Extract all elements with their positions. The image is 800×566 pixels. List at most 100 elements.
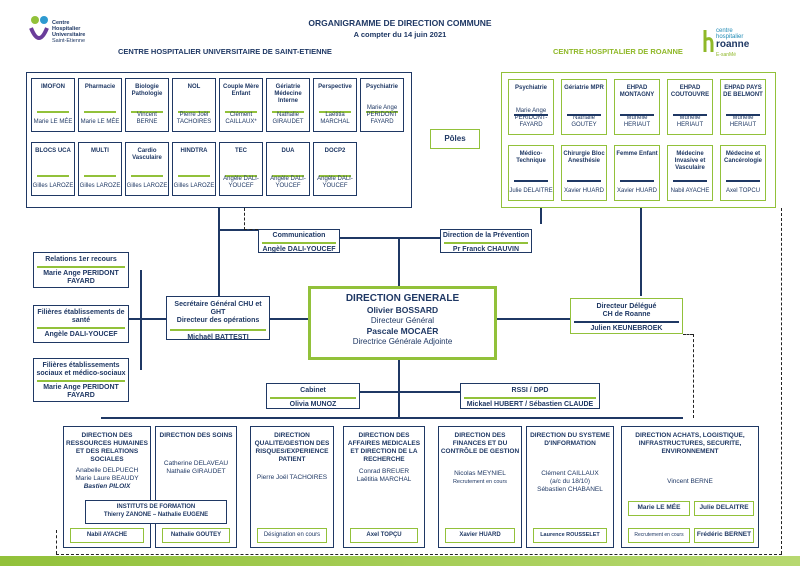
direction-achats-person: Vincent BERNE <box>667 478 713 485</box>
connector <box>360 391 460 393</box>
pole-divider <box>514 180 548 182</box>
direction-rh-person: Bastien PILOIX <box>83 483 131 490</box>
pole-divider <box>37 175 69 177</box>
dashed-connector <box>244 208 245 230</box>
poles-label: Pôles <box>430 129 480 149</box>
dg-role1: Directeur Général <box>370 316 435 325</box>
pole-manager: Clément CAILLAUX* <box>225 112 257 125</box>
pole-manager: Nathalie GIRAUDET <box>272 112 304 125</box>
roanne-logo-line: roanne <box>716 39 750 50</box>
roanne-logo-line: E-sanMé <box>716 52 737 58</box>
pole-manager: Murielle HERIAUT <box>623 115 651 128</box>
direction-si-title: DIRECTION DU SYSTEME D'INFORMATION <box>530 432 610 447</box>
pole-title: Pharmacie <box>84 84 116 90</box>
connector <box>140 270 142 370</box>
pole-manager: Nathalie GOUTEY <box>571 115 597 128</box>
rssi-name: Mickael HUBERT / Sébastien CLAUDE <box>466 401 594 408</box>
pole-manager: Gilles LAROZE <box>173 183 215 189</box>
pole-divider <box>178 111 210 113</box>
dashed-connector <box>56 530 57 554</box>
secretaire-title1: Secrétaire Général CHU et GHT <box>174 301 262 316</box>
direction-generale-box: DIRECTION GENERALE Olivier BOSSARD Direc… <box>308 286 497 360</box>
pole-divider <box>225 111 257 113</box>
pole-title: Médico-Technique <box>516 151 546 164</box>
pole-manager: Gilles LAROZE <box>79 183 121 189</box>
direction-soins-roanne: Nathalie GOUTEY <box>162 528 230 543</box>
secretaire-name: Michaël BATTESTI <box>187 334 249 341</box>
pole-title: Médecine Invasive et Vasculaire <box>674 151 706 171</box>
pole-title: Femme Enfant <box>616 151 658 157</box>
direction-rh-person: Anabelle DELPUECH <box>75 467 139 474</box>
pole-box: HINDTRA Gilles LAROZE <box>172 142 216 196</box>
direction-rh-roanne: Nabil AYACHE <box>70 528 144 543</box>
connector <box>640 208 642 296</box>
roanne-logo: centre hospitalier roanne E-sanMé <box>703 28 773 68</box>
communication-box: Communication Angèle DALI-YOUCEF <box>258 229 340 253</box>
pole-title: MULTI <box>91 148 109 154</box>
direction-rh-person: Marie Laure BEAUDY <box>75 475 139 482</box>
pole-manager: Murielle HERIAUT <box>676 115 704 128</box>
communication-title: Communication <box>272 232 326 239</box>
direction-si-roanne: Laurence ROUSSELET <box>533 528 607 543</box>
direction-qualite-person: Pierre Joël TACHOIRES <box>256 474 328 481</box>
pole-manager: Marie Ange PERIDONT FAYARD <box>366 105 398 125</box>
pole-title: Psychiatrie <box>365 84 399 90</box>
pole-divider <box>272 175 304 177</box>
pole-title: EHPAD MONTAGNY <box>619 85 655 98</box>
pole-divider <box>178 175 210 177</box>
pole-title: NOL <box>187 84 201 90</box>
delegue-title2: CH de Roanne <box>602 311 651 318</box>
pole-title: Perspective <box>318 84 352 90</box>
filieres-sante-name: Angèle DALI-YOUCEF <box>44 331 118 338</box>
pole-divider <box>726 180 760 182</box>
dg-role2: Directrice Générale Adjointe <box>352 337 453 346</box>
pole-divider <box>673 180 707 182</box>
pole-manager: Angèle DALI-YOUCEF <box>317 176 353 189</box>
chu-logo: Centre Hospitalier Universitaire Saint-E… <box>28 14 98 48</box>
pole-divider <box>84 175 116 177</box>
pole-title: Gériatrie Médecine Interne <box>274 84 302 104</box>
pole-divider <box>620 114 654 116</box>
chu-logo-line: Universitaire <box>52 32 86 38</box>
delegue-title1: Directeur Délégué <box>596 303 657 310</box>
direction-si-person: Clément CAILLAUX <box>541 470 599 477</box>
pole-title: IMOFON <box>41 84 65 90</box>
relations-title: Relations 1er recours <box>45 256 117 263</box>
direction-am-title: DIRECTION DES AFFAIRES MEDICALES ET DIRE… <box>347 432 421 463</box>
direction-qualite-box: DIRECTION QUALITE/GESTION DES RISQUES/EX… <box>250 426 334 548</box>
dashed-connector <box>781 208 782 554</box>
delegue-name: Julien KEUNEBROEK <box>590 325 663 332</box>
cabinet-name: Olivia MUNOZ <box>289 401 337 408</box>
pole-manager: Marie LE MÉE <box>33 119 73 125</box>
chu-logo-line: Centre <box>52 20 70 26</box>
pole-title: DUA <box>281 148 295 154</box>
direction-finances-person: Recrutement en cours <box>452 479 508 485</box>
chu-logo-line: Saint-Etienne <box>52 38 86 44</box>
prevention-title: Direction de la Prévention <box>442 232 530 239</box>
pole-manager: Vincent BERNE <box>136 112 158 125</box>
direction-soins-box: DIRECTION DES SOINS Catherine DELAVEAU N… <box>155 426 237 548</box>
pole-title: TEC <box>235 148 247 154</box>
roanne-logo-icon <box>703 30 714 52</box>
pole-title: Couple Mère Enfant <box>222 84 259 97</box>
pole-title: HINDTRA <box>180 148 208 154</box>
pole-manager: Murielle HERIAUT <box>729 115 757 128</box>
direction-si-person: (a/c du 18/10) <box>549 478 591 485</box>
rssi-title: RSSI / DPD <box>511 387 549 394</box>
filieres-medico-name: Marie Ange PERIDONT FAYARD <box>43 384 119 399</box>
pole-divider <box>84 111 116 113</box>
chu-logo-icon <box>29 16 49 40</box>
